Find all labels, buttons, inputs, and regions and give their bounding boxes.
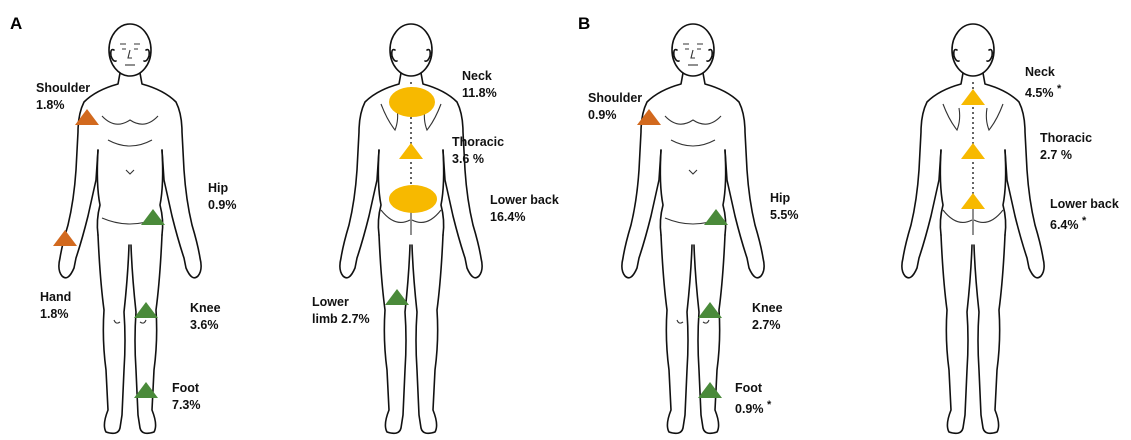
- b-neck-label: Neck 4.5% *: [1025, 64, 1061, 102]
- panel-a-letter: A: [10, 14, 22, 34]
- b-lower-back-triangle: [961, 193, 985, 209]
- panel-b-front-body: [603, 20, 783, 440]
- foot-triangle: [134, 382, 158, 398]
- b-lower-back-label: Lower back 6.4% *: [1050, 196, 1119, 234]
- b-foot-triangle: [698, 382, 722, 398]
- thoracic-triangle-marker: [398, 142, 424, 160]
- b-knee-triangle: [698, 302, 722, 318]
- b-hip-triangle: [704, 209, 728, 225]
- b-foot-label: Foot 0.9% *: [735, 380, 771, 418]
- b-hip-triangle-marker: [703, 208, 729, 226]
- hand-triangle: [53, 230, 77, 246]
- lower-back-ellipse-marker: [388, 184, 438, 214]
- hip-triangle-marker: [140, 208, 166, 226]
- b-neck-triangle-marker: [960, 88, 986, 106]
- foot-triangle-marker: [133, 381, 159, 399]
- panel-b-letter: B: [578, 14, 590, 34]
- b-lower-back-triangle-marker: [960, 192, 986, 210]
- b-foot-triangle-marker: [697, 381, 723, 399]
- b-thoracic-triangle: [961, 143, 985, 159]
- knee-triangle: [134, 302, 158, 318]
- hip-triangle: [141, 209, 165, 225]
- knee-triangle-marker: [133, 301, 159, 319]
- b-knee-triangle-marker: [697, 301, 723, 319]
- neck-ellipse-marker: [388, 86, 436, 118]
- thoracic-triangle: [399, 143, 423, 159]
- lower-limb-triangle: [385, 289, 409, 305]
- b-neck-triangle: [961, 89, 985, 105]
- hand-triangle-marker: [52, 229, 78, 247]
- neck-ellipse: [389, 87, 435, 117]
- significance-asterisk: *: [1057, 83, 1061, 95]
- significance-asterisk: *: [767, 399, 771, 411]
- lower-limb-triangle-marker: [384, 288, 410, 306]
- lower-back-ellipse: [389, 185, 437, 213]
- b-thoracic-triangle-marker: [960, 142, 986, 160]
- significance-asterisk: *: [1082, 215, 1086, 227]
